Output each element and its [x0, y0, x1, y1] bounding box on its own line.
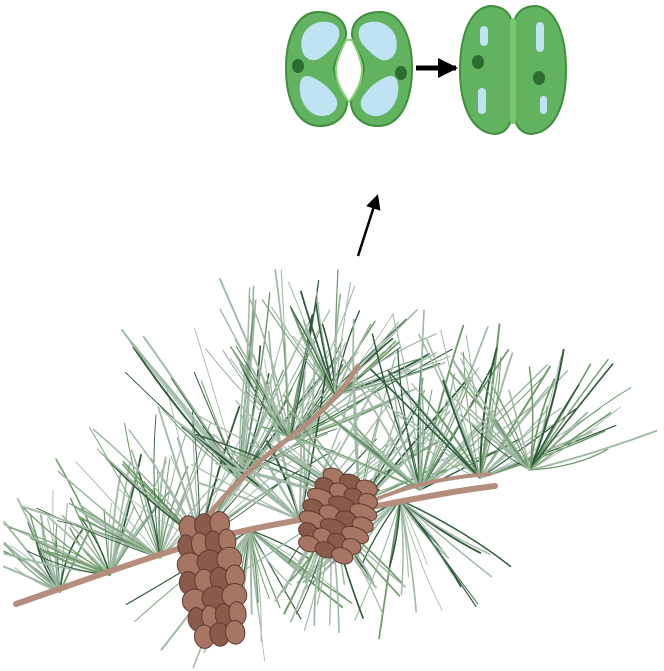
closed-stoma-left-vacuole-1	[480, 26, 488, 46]
closed-stoma-right-vacuole-2	[540, 96, 547, 114]
closed-stoma-right-nucleus	[533, 71, 545, 85]
pine-needle	[400, 500, 478, 604]
closed-stoma-left-nucleus	[472, 55, 484, 69]
closed-stoma-left-guard-cell	[460, 6, 512, 134]
closed-stoma	[460, 6, 566, 134]
pine-needle	[400, 500, 490, 554]
pine-needle	[400, 500, 511, 566]
closed-stoma-pore	[510, 18, 516, 124]
open-stoma-right-nucleus	[395, 66, 407, 80]
closed-stoma-left-vacuole-2	[478, 88, 486, 114]
pine-branch-icon	[4, 270, 656, 668]
branch-to-stoma-arrow	[358, 197, 377, 256]
open-stoma	[286, 12, 412, 126]
closed-stoma-right-vacuole-1	[536, 22, 544, 52]
open-stoma-left-nucleus	[292, 59, 304, 73]
